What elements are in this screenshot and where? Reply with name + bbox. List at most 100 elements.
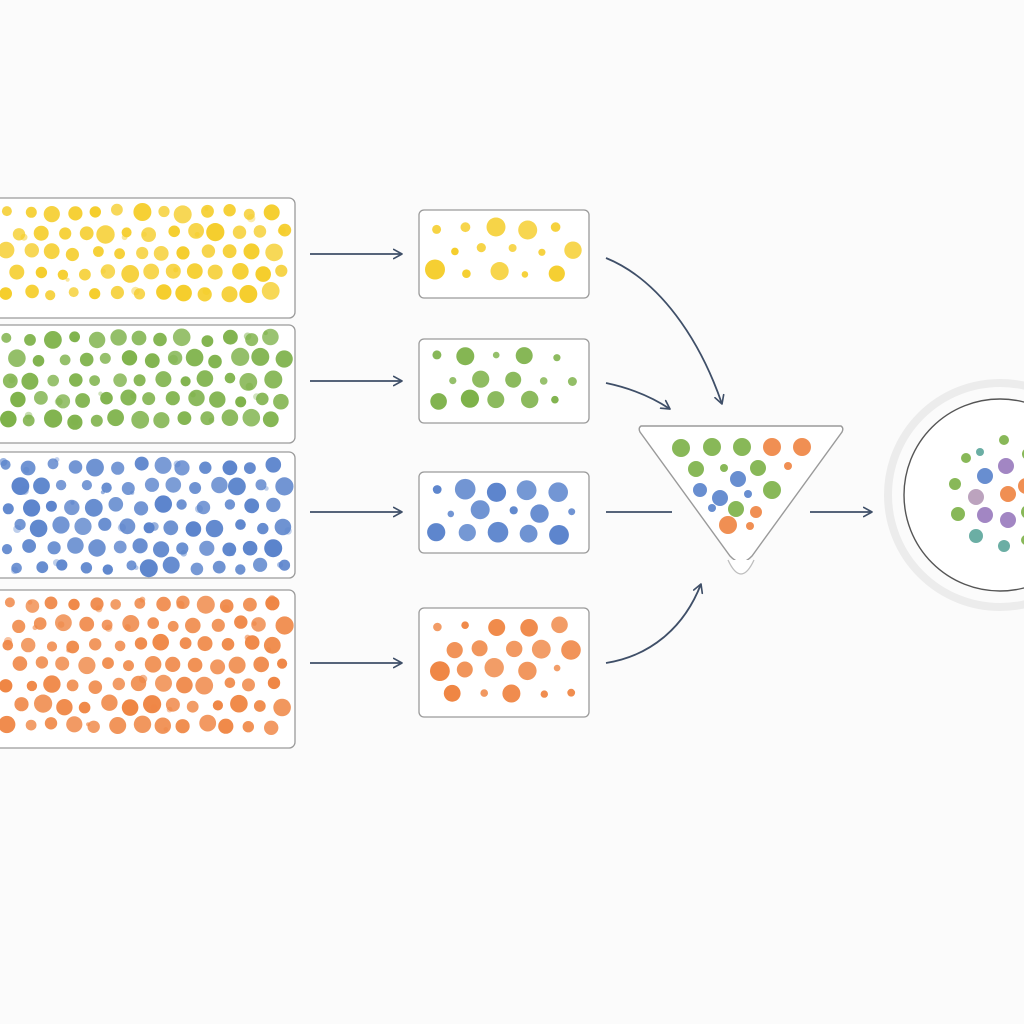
source-dot-orange <box>95 605 103 613</box>
source-dot-orange <box>187 657 203 673</box>
sample-dot-blue <box>447 510 455 518</box>
sample-dot-green <box>539 377 548 385</box>
source-dot-green <box>1 332 12 343</box>
source-dot-yellow <box>68 206 83 221</box>
source-dot-orange <box>267 595 276 604</box>
arrow-yellow-funnel <box>605 257 725 405</box>
source-dot-blue <box>68 460 83 474</box>
source-dot-orange <box>196 595 215 614</box>
source-dot-green <box>89 375 100 386</box>
sample-dot-yellow <box>432 224 442 234</box>
output-dot-orange <box>1000 486 1016 502</box>
source-dot-blue <box>284 527 292 535</box>
source-dot-yellow <box>165 263 181 279</box>
source-dot-yellow <box>25 206 37 218</box>
source-dot-yellow <box>239 285 258 303</box>
sample-dot-orange <box>553 664 561 672</box>
source-dot-orange <box>102 657 114 669</box>
source-dot-orange <box>56 699 73 716</box>
source-dot-yellow <box>133 288 146 300</box>
source-dot-orange <box>211 618 225 632</box>
source-dot-orange <box>68 598 80 611</box>
sample-dots <box>425 217 582 703</box>
source-dot-blue <box>80 562 93 574</box>
source-dot-yellow <box>79 226 94 241</box>
source-dot-orange <box>124 624 131 631</box>
source-dot-yellow <box>133 203 152 221</box>
source-dot-orange <box>242 721 254 733</box>
arrow-green-funnel <box>605 382 671 410</box>
sample-dot-yellow <box>508 244 517 252</box>
source-dot-green <box>44 331 62 349</box>
source-dot-blue <box>84 498 103 517</box>
source-dot-yellow <box>0 241 15 259</box>
source-dot-green <box>185 348 204 367</box>
source-dot-yellow <box>57 269 69 280</box>
source-dot-blue <box>149 522 159 531</box>
sample-dot-green <box>553 354 561 362</box>
source-dot-orange <box>89 638 102 651</box>
source-dot-orange <box>44 596 58 610</box>
sample-dot-green <box>515 347 533 365</box>
funnel-dots <box>672 438 811 534</box>
source-dot-yellow <box>100 264 116 279</box>
source-dot-orange <box>55 656 70 671</box>
source-dot-orange <box>263 636 281 654</box>
source-dot-green <box>196 370 214 387</box>
source-dot-orange <box>110 599 121 610</box>
sample-dot-orange <box>433 622 442 632</box>
source-dot-green <box>98 391 103 396</box>
source-dot-green <box>223 329 238 345</box>
source-dot-blue <box>264 539 283 558</box>
output-dot-green <box>961 453 971 463</box>
source-dot-blue <box>23 466 30 474</box>
source-dot-orange <box>12 656 28 671</box>
source-dot-blue <box>139 559 158 578</box>
sampling-arrows <box>310 248 403 669</box>
source-dot-orange <box>277 658 288 669</box>
source-dot-blue <box>154 456 172 474</box>
source-dot-orange <box>224 677 236 689</box>
funnel-arrows <box>605 257 725 664</box>
source-dot-orange <box>230 694 248 713</box>
sample-dot-blue <box>549 525 569 545</box>
source-dot-orange <box>144 656 162 673</box>
source-dot-orange <box>197 636 213 652</box>
sample-dot-green <box>487 391 505 409</box>
source-dot-green <box>73 336 79 343</box>
source-dot-green <box>275 350 293 368</box>
source-dot-green <box>54 397 63 406</box>
sample-dot-yellow <box>538 248 546 256</box>
source-dot-yellow <box>25 284 39 299</box>
output-dot-green <box>951 507 965 521</box>
source-dot-green <box>8 376 16 384</box>
sample-dot-green <box>551 395 559 404</box>
source-dot-yellow <box>121 265 140 283</box>
sample-dot-yellow <box>425 259 445 280</box>
source-dot-yellow <box>65 277 70 282</box>
source-dot-blue <box>126 560 137 571</box>
source-dot-orange <box>195 676 214 695</box>
source-dot-green <box>242 408 261 427</box>
source-dot-yellow <box>111 203 123 216</box>
sample-dot-blue <box>568 508 576 516</box>
source-dot-green <box>253 393 261 401</box>
sample-dot-orange <box>531 639 551 659</box>
source-dot-green <box>75 393 90 408</box>
source-dot-orange <box>147 617 159 629</box>
source-dot-yellow <box>253 225 267 238</box>
source-dot-orange <box>35 656 49 669</box>
source-dot-blue <box>242 540 258 556</box>
source-dot-orange <box>219 599 234 613</box>
source-dot-orange <box>179 637 192 650</box>
sample-dot-orange <box>488 619 506 636</box>
source-dot-yellow <box>247 214 256 223</box>
output-dot-teal <box>976 448 984 456</box>
output-dot-blue <box>977 468 993 484</box>
source-dot-orange <box>275 616 294 635</box>
source-dot-green <box>153 412 170 429</box>
source-dot-orange <box>32 625 38 631</box>
source-dot-yellow <box>143 263 160 280</box>
source-dot-green <box>10 391 26 408</box>
source-dot-blue <box>255 479 267 491</box>
